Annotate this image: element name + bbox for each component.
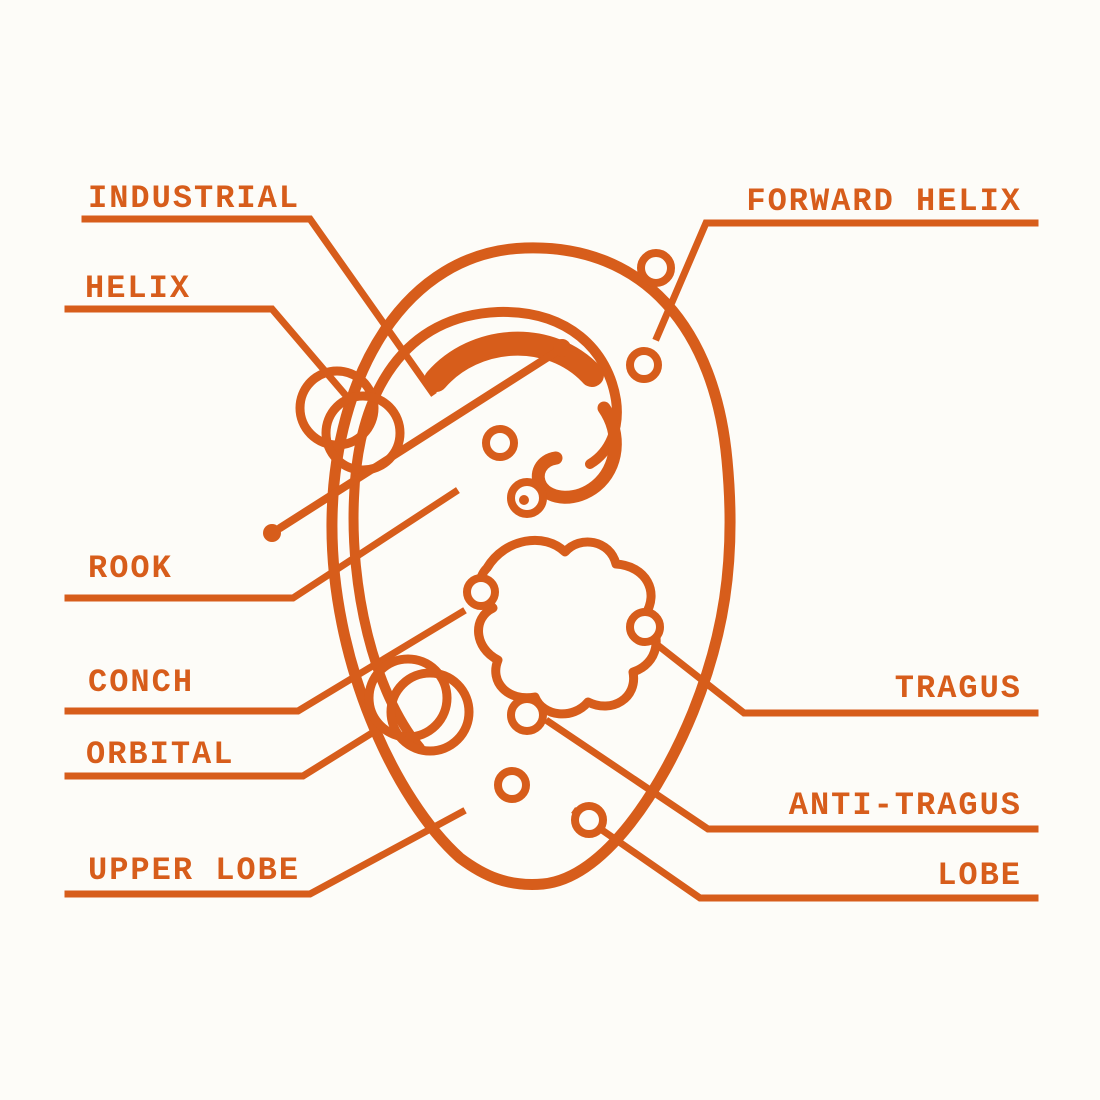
lobe-stud <box>571 802 607 838</box>
conch-stud <box>463 574 499 610</box>
tragus-stud <box>626 608 664 646</box>
label-lobe: LOBE <box>937 857 1022 894</box>
helix-hoops <box>295 366 405 475</box>
helix-hoop-2 <box>321 391 405 475</box>
industrial-barbell-ball-right <box>553 339 571 357</box>
industrial-barbell <box>263 339 571 542</box>
upper-lobe-stud <box>494 767 530 803</box>
jewelry <box>263 249 675 838</box>
daith-stud-dot <box>519 495 529 505</box>
label-forward-helix: FORWARD HELIX <box>746 183 1022 220</box>
tragus-leader-line <box>650 638 1039 717</box>
forward-helix-stud <box>626 347 662 383</box>
rook-leader-line <box>64 487 460 602</box>
label-helix: HELIX <box>85 270 192 307</box>
orbital-leader-line <box>64 728 377 780</box>
ear-illustration <box>326 242 736 890</box>
industrial-barbell-ball-left <box>263 524 281 542</box>
orbital-hoop-1 <box>364 654 452 742</box>
orbital-hoops <box>364 654 474 756</box>
antihelix-curl <box>531 401 622 504</box>
anti-tragus-leader-line <box>544 717 1039 833</box>
upper-lobe-leader-line <box>64 807 467 898</box>
label-tragus: TRAGUS <box>894 670 1022 707</box>
orbital-hoop-2 <box>386 668 474 756</box>
label-orbital: ORBITAL <box>86 736 235 773</box>
industrial-leader-line <box>81 215 437 397</box>
helix-inner-rim <box>348 306 622 753</box>
conch-leader-line <box>64 607 467 715</box>
forward-helix-stud-top <box>637 249 675 287</box>
label-conch: CONCH <box>88 664 195 701</box>
rook-stud <box>482 425 518 461</box>
helix-fold <box>424 331 604 392</box>
label-anti-tragus: ANTI-TRAGUS <box>788 787 1022 824</box>
forward-helix-leader-line <box>652 219 1039 342</box>
anti-tragus-stud <box>507 695 547 735</box>
industrial-barbell-bar <box>276 348 560 532</box>
helix-hoop-1 <box>295 366 379 450</box>
label-rook: ROOK <box>88 550 173 587</box>
label-industrial: INDUSTRIAL <box>88 180 301 217</box>
ear-outer-contour <box>326 242 736 890</box>
helix-leader-line <box>64 305 353 403</box>
concha-shape <box>474 535 661 719</box>
label-upper-lobe: UPPER LOBE <box>88 852 301 889</box>
